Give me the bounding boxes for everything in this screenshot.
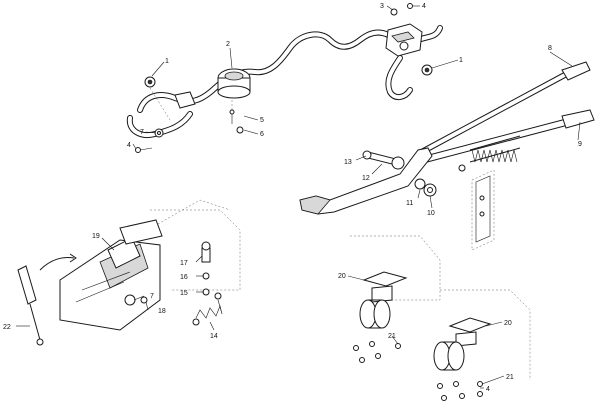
- callout-1: 1: [165, 58, 169, 65]
- callout-4: 4: [422, 3, 426, 10]
- callout-15: 15: [180, 290, 188, 297]
- callout-4: 4: [486, 386, 490, 393]
- spring-coils: [471, 149, 518, 163]
- callout-7: 7: [140, 129, 144, 136]
- caster-assembly-right: [433, 289, 531, 401]
- callout-19: 19: [92, 233, 100, 240]
- callout-9: 9: [578, 141, 582, 148]
- callout-2: 2: [226, 41, 230, 48]
- callout-21: 21: [506, 374, 514, 381]
- callout-10: 10: [427, 210, 435, 217]
- callout-labels: 1 1 2 3 4 4 4 5 6 7 7 8 9 10 11 12 13 14…: [3, 3, 582, 393]
- callout-20: 20: [504, 320, 512, 327]
- callout-4: 4: [127, 142, 131, 149]
- callout-20: 20: [338, 273, 346, 280]
- callout-14: 14: [210, 333, 218, 340]
- callout-7: 7: [150, 293, 154, 300]
- callout-16: 16: [180, 274, 188, 281]
- callout-21: 21: [388, 333, 396, 340]
- callout-11: 11: [406, 200, 413, 207]
- brake-pedal-assembly: [299, 61, 595, 251]
- callout-13: 13: [344, 159, 352, 166]
- callout-3: 3: [380, 3, 384, 10]
- leader-lines: [16, 5, 581, 389]
- callout-1: 1: [459, 57, 463, 64]
- brake-mechanism: [17, 199, 241, 346]
- callout-6: 6: [260, 131, 264, 138]
- callout-12: 12: [362, 175, 370, 182]
- callout-5: 5: [260, 117, 264, 124]
- callout-22: 22: [3, 324, 11, 331]
- callout-18: 18: [158, 308, 166, 315]
- callout-17: 17: [180, 260, 188, 267]
- caster-assembly-left: [350, 235, 441, 363]
- callout-8: 8: [548, 45, 552, 52]
- vacuum-hose-assembly: [126, 3, 443, 153]
